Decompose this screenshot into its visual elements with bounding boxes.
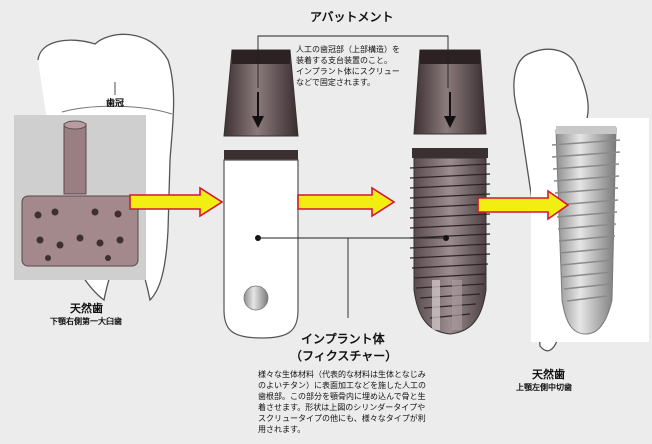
arrows xyxy=(129,186,570,221)
implant-desc-3: 歯根部。この部分を顎骨内に埋め込んで骨と生 xyxy=(258,392,426,401)
crown-label: 歯冠 xyxy=(106,99,125,109)
natural-molar-crown-line xyxy=(61,105,173,115)
natural-right-sub: 上顎左側中切歯 xyxy=(516,383,572,392)
screw-collar xyxy=(412,148,488,158)
abutment-desc-1: 人工の歯冠部（上部構造）を xyxy=(296,45,400,54)
arrow-3 xyxy=(477,189,570,221)
abutment-desc-2: 装着する支台装置のこと。 xyxy=(296,56,392,65)
photo-screw-implant xyxy=(531,118,649,342)
implant-desc-2: のよいチタン）に表面加工などを施した人工の xyxy=(258,381,426,390)
implant-desc-6: 用されます。 xyxy=(258,425,306,434)
arrow-1 xyxy=(129,186,224,218)
implant-desc-4: 着させます。形状は上図のシリンダータイプや xyxy=(258,403,426,412)
natural-left-title: 天然歯 xyxy=(70,302,103,315)
natural-left-sub: 下顎右側第一大臼歯 xyxy=(50,317,122,326)
cylinder-hole xyxy=(243,285,269,311)
cylinder-body xyxy=(223,159,299,339)
cylinder-implant xyxy=(223,49,299,339)
photo-cylinder-implant xyxy=(14,115,146,280)
implant-title: インプラント体 xyxy=(298,330,388,347)
implant-desc-1: 様々な生体材料（代表的な材料は生体となじみ xyxy=(258,370,426,379)
abutment-title: アバットメント xyxy=(306,8,398,25)
abutment-desc-3: インプラント体にスクリュー xyxy=(296,67,400,76)
implant-subtitle: （フィクスチャー） xyxy=(290,349,398,363)
cylinder-collar xyxy=(224,150,298,160)
natural-right-title: 天然歯 xyxy=(532,368,565,381)
arrow-2 xyxy=(297,186,396,218)
abutment-desc-4: などで固定されます。 xyxy=(296,78,376,87)
leader-lines xyxy=(257,35,449,318)
screw-threads xyxy=(409,163,491,319)
implant-desc-5: スクリュータイプの他にも、様々なタイプが利 xyxy=(258,414,426,423)
screw-implant xyxy=(409,49,491,335)
